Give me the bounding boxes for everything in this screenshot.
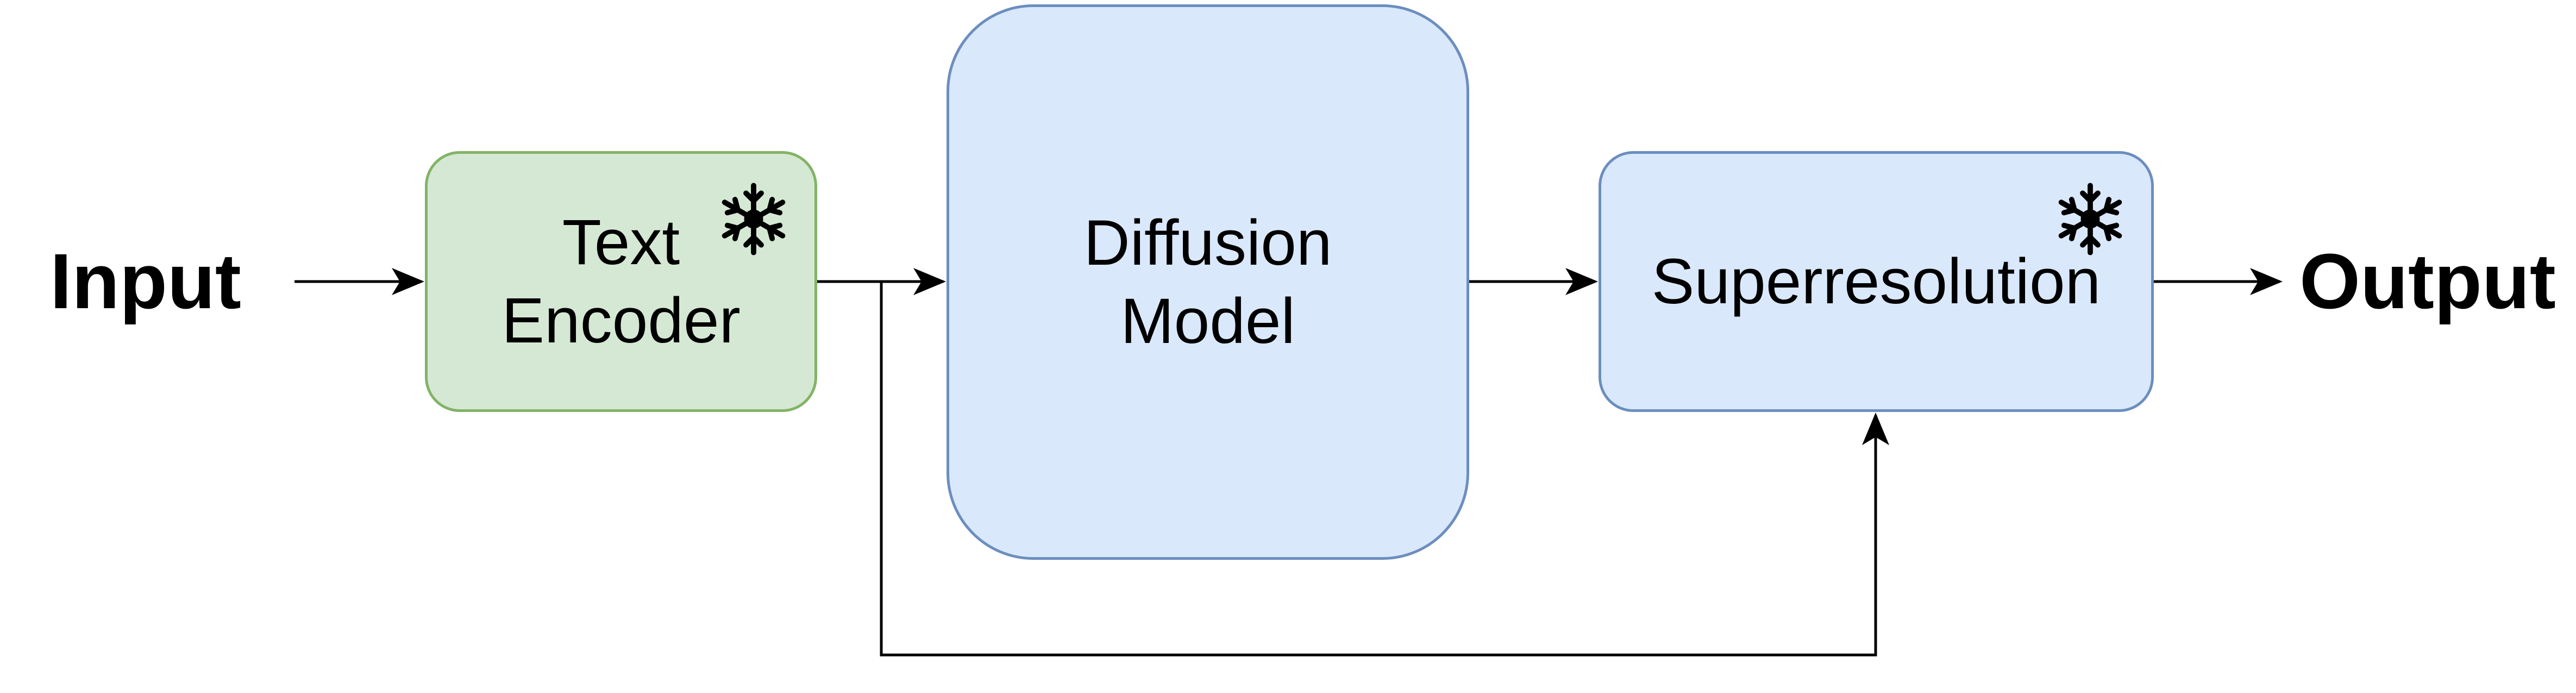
- diffusion-model-node: Diffusion Model: [947, 4, 1469, 560]
- diffusion-model-label-line1: Diffusion: [1083, 207, 1332, 279]
- superresolution-node: Superresolution: [1599, 151, 2154, 412]
- snowflake-icon: [2058, 183, 2122, 255]
- text-encoder-node: Text Encoder: [425, 151, 817, 412]
- output-label: Output: [2299, 238, 2556, 325]
- edge-text-encoder-to-superresolution: [880, 282, 1889, 657]
- snowflake-icon: [722, 183, 786, 255]
- text-encoder-label-line1: Text: [562, 207, 680, 278]
- text-encoder-label-line2: Encoder: [502, 285, 741, 357]
- superresolution-label: Superresolution: [1651, 246, 2101, 317]
- input-label: Input: [50, 238, 241, 325]
- diffusion-model-label-line2: Model: [1120, 285, 1295, 357]
